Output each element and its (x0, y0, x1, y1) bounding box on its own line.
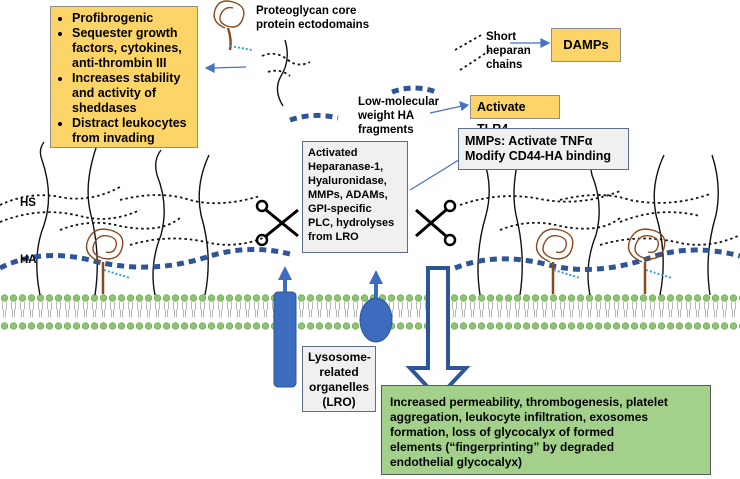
big-down-arrow (405, 266, 471, 401)
mmps-box: MMPs: Activate TNFα Modify CD44-HA bindi… (458, 128, 629, 170)
enzyme-body (359, 297, 393, 343)
ha-chain-right (454, 247, 740, 272)
property-item: Increases stability and activity of shed… (72, 71, 193, 116)
property-item: Distract leukocytes from invading (72, 116, 193, 146)
enzymes-box: Activated Heparanase-1, Hyaluronidase, M… (302, 141, 408, 253)
scissors-icon (415, 199, 457, 247)
hs-chains (0, 186, 740, 246)
lmw-ha-fragments (289, 85, 437, 123)
ha-chain (0, 247, 291, 271)
property-item: Profibrogenic (72, 11, 193, 26)
lmw-ha-label: Low-molecular weight HA fragments (358, 96, 440, 136)
shed-proteoglycan-icon (213, 0, 253, 51)
proteoglycan-coil-icon (85, 228, 666, 294)
properties-list: Profibrogenic Sequester growth factors, … (57, 11, 193, 146)
connector-arrows (204, 38, 551, 191)
gag-chains (103, 269, 673, 279)
properties-box: Profibrogenic Sequester growth factors, … (50, 6, 198, 148)
ha-label: HA (20, 254, 37, 266)
effects-box: Increased permeability, thrombogenesis, … (381, 385, 711, 475)
hs-label: HS (20, 197, 36, 209)
damps-box: DAMPs (551, 28, 621, 62)
short-heparan-chains (454, 33, 491, 71)
proteoglycan-label: Proteoglycan core protein ectodomains (256, 5, 370, 31)
scissors-icon (255, 199, 299, 247)
core-protein-fragments (261, 39, 311, 107)
short-heparan-label: Short heparan chains (486, 31, 531, 71)
property-item: Sequester growth factors, cytokines, ant… (72, 26, 193, 71)
lro-organelle (273, 291, 297, 388)
tlr4-box: Activate TLR4 (470, 95, 560, 136)
lro-box: Lysosome- related organelles (LRO) (302, 346, 376, 412)
